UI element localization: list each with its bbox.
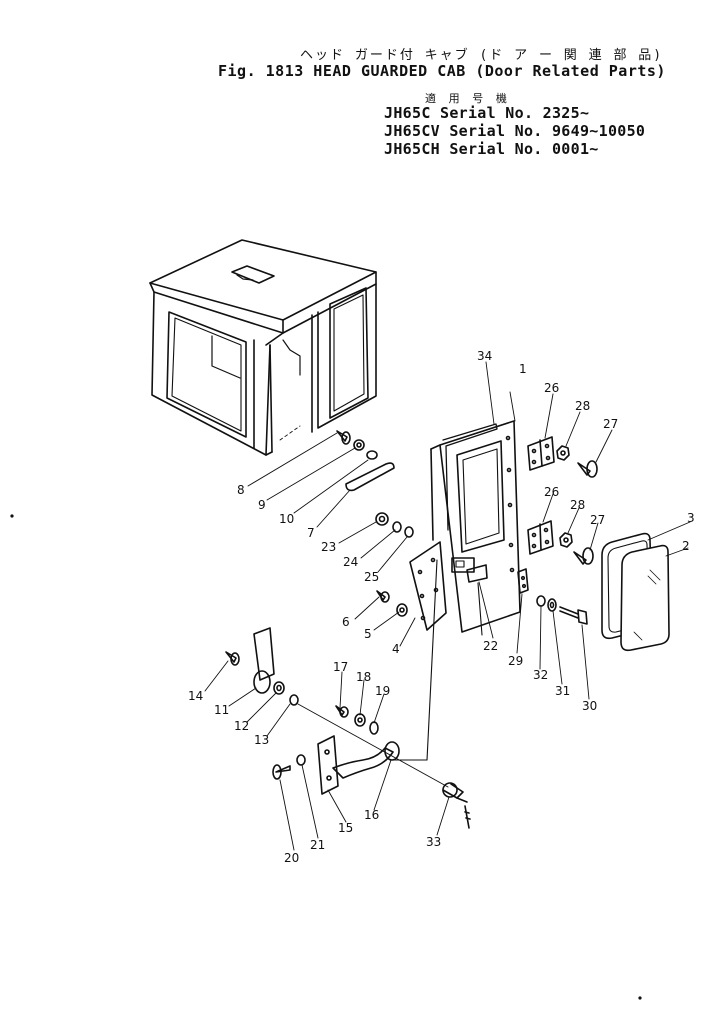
callout-30: 30 (582, 699, 597, 713)
callout-5: 5 (364, 627, 372, 641)
lower-bracket-hardware (225, 627, 299, 706)
callout-22: 22 (483, 639, 498, 653)
callout-27-lower: 27 (590, 513, 605, 527)
striker-assembly (517, 568, 588, 625)
callout-3: 3 (687, 511, 695, 525)
callout-4: 4 (392, 642, 400, 656)
door-window-glass (601, 532, 670, 652)
callout-26-lower: 26 (544, 485, 559, 499)
callout-28-lower: 28 (570, 498, 585, 512)
callout-2: 2 (682, 539, 690, 553)
callout-34: 34 (477, 349, 492, 363)
callout-32: 32 (533, 668, 548, 682)
serial-line-jh65cv: JH65CV Serial No. 9649~10050 (384, 122, 646, 140)
callout-11: 11 (214, 703, 229, 717)
japanese-title: ヘッド ガード付 キャブ (ド ア ー 関 連 部 品) (300, 48, 664, 63)
callout-29: 29 (508, 654, 523, 668)
door-holder-hardware (336, 430, 414, 617)
callout-19: 19 (375, 684, 390, 698)
callout-27-upper: 27 (603, 417, 618, 431)
diagram-header: ヘッド ガード付 キャブ (ド ア ー 関 連 部 品) Fig. 1813 H… (0, 0, 701, 160)
applicable-models-label: 適 用 号 機 (425, 92, 510, 105)
cab-body (149, 239, 377, 456)
callout-9: 9 (258, 498, 266, 512)
callout-1: 1 (519, 362, 527, 376)
callout-labels: 1 2 3 4 5 6 7 8 9 10 11 12 13 14 15 16 1… (188, 349, 695, 865)
callout-18: 18 (356, 670, 371, 684)
hinge-upper (527, 436, 555, 471)
leader-lines (204, 361, 691, 851)
callout-26-upper: 26 (544, 381, 559, 395)
callout-23: 23 (321, 540, 336, 554)
callout-15: 15 (338, 821, 353, 835)
inner-plate (409, 541, 447, 631)
callout-14: 14 (188, 689, 203, 703)
hinge-lower (527, 520, 554, 555)
callout-6: 6 (342, 615, 350, 629)
callout-13: 13 (254, 733, 269, 747)
callout-24: 24 (343, 555, 358, 569)
callout-21: 21 (310, 838, 325, 852)
callout-17: 17 (333, 660, 348, 674)
callout-8: 8 (237, 483, 245, 497)
callout-10: 10 (279, 512, 294, 526)
callout-16: 16 (364, 808, 379, 822)
hinge-hardware (556, 445, 598, 565)
callout-25: 25 (364, 570, 379, 584)
callout-33: 33 (426, 835, 441, 849)
serial-line-jh65c: JH65C Serial No. 2325~ (384, 104, 590, 122)
serial-line-jh65ch: JH65CH Serial No. 0001~ (384, 140, 599, 158)
callout-12: 12 (234, 719, 249, 733)
callout-28-upper: 28 (575, 399, 590, 413)
callout-31: 31 (555, 684, 570, 698)
door-panel (430, 420, 521, 636)
figure-title: Fig. 1813 HEAD GUARDED CAB (Door Related… (218, 62, 666, 80)
door-lock-assembly (272, 705, 471, 829)
callout-20: 20 (284, 851, 299, 865)
callout-7: 7 (307, 526, 315, 540)
